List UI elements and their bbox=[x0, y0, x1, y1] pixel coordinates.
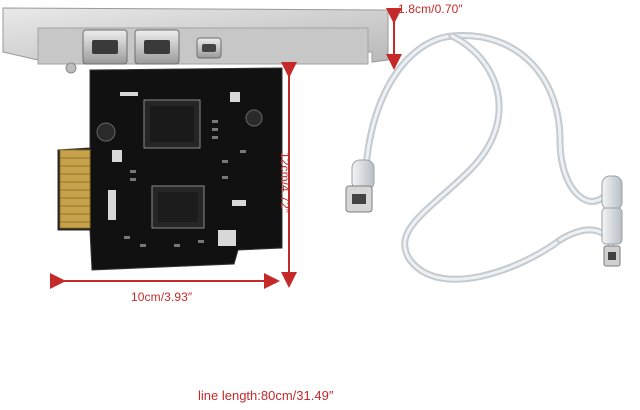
firewire-port-internal bbox=[196, 37, 222, 59]
connector-6pin bbox=[345, 159, 375, 213]
firewire-pci-card bbox=[2, 7, 389, 271]
bracket-height-label: 1.8cm/0.70″ bbox=[398, 2, 463, 16]
firewire-cable bbox=[362, 32, 616, 283]
card-height-label: 12cm/4.72″ bbox=[278, 152, 292, 214]
firewire-port-2 bbox=[134, 29, 180, 65]
metal-bracket bbox=[2, 7, 389, 74]
connector-4pin bbox=[601, 175, 623, 267]
card-width-label: 10cm/3.93″ bbox=[131, 290, 193, 304]
firewire-port-1 bbox=[82, 29, 128, 65]
circuit-board bbox=[57, 67, 283, 271]
cable-length-caption: line length:80cm/31.49″ bbox=[198, 388, 334, 403]
